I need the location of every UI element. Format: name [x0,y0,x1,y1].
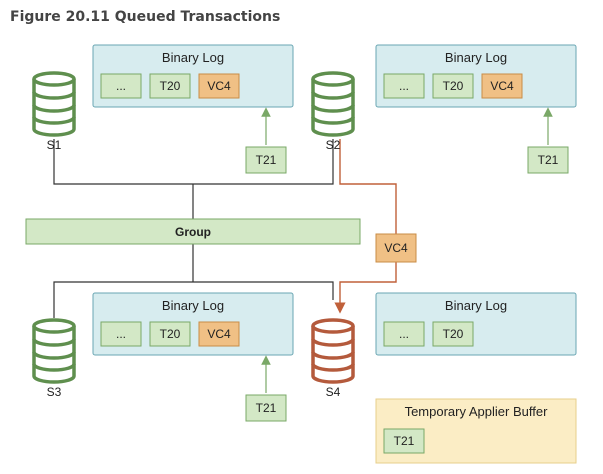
buffer-entry-cell [383,428,425,454]
log-entry-cell [481,73,523,99]
log-entry-label: ... [399,79,409,93]
log-entry-cell [198,321,240,347]
server-label: S1 [47,138,62,152]
log-entry-label: ... [116,327,126,341]
binary-log-box: Binary Log ... T20 VC4 [375,44,577,108]
log-entry-cell [100,321,142,347]
incoming-arrows [261,107,553,393]
server-s1: S1 [32,71,76,152]
s2-to-transit-link [339,139,397,234]
incoming-transaction-label: T21 [256,401,277,415]
server-label: S2 [326,138,341,152]
log-entry-cell [383,73,425,99]
server-s3: S3 [32,318,76,399]
incoming-transaction-label: T21 [256,153,277,167]
binary-log-box: Binary Log ... T20 VC4 [92,292,294,356]
log-entry-label: VC4 [207,79,231,93]
log-entry-cell [383,321,425,347]
group-label: Group [175,225,211,239]
log-entry-cell [149,321,191,347]
buffer-title: Temporary Applier Buffer [405,404,548,419]
log-entry-label: VC4 [207,327,231,341]
s3-s4-link [53,281,334,318]
figure-title: Figure 20.11 Queued Transactions [10,9,280,25]
log-entry-cell [100,73,142,99]
binary-log-title: Binary Log [445,298,507,313]
log-entry-cell [198,73,240,99]
incoming-transaction-box: T21 [245,146,287,174]
log-entry-label: ... [116,79,126,93]
database-cylinder-icon [32,318,76,384]
log-entry-cell [432,73,474,99]
log-entry-cell [149,73,191,99]
server-s2: S2 [311,71,355,152]
server-label: S3 [47,385,62,399]
buffer-entry-label: T21 [394,434,415,448]
in-transit-label: VC4 [384,241,408,255]
database-cylinder-icon [311,71,355,137]
group-bar: Group [25,218,361,245]
incoming-transaction-box: T21 [245,394,287,422]
log-entry-label: T20 [443,327,464,341]
binary-log-title: Binary Log [162,298,224,313]
s1-s2-link [53,139,334,185]
transit-to-s4-arrow [334,262,397,314]
log-entry-cell [432,321,474,347]
binary-log-title: Binary Log [445,50,507,65]
log-entry-label: VC4 [490,79,514,93]
in-transit-transaction: VC4 [375,233,417,263]
server-s4: S4 [311,318,355,399]
temporary-applier-buffer: Temporary Applier Buffer T21 [375,398,577,464]
server-label: S4 [326,385,341,399]
database-cylinder-icon [32,71,76,137]
connection-lines [53,139,397,318]
database-cylinder-icon [311,318,355,384]
binary-log-box: Binary Log ... T20 [375,292,577,356]
binary-log-box: Binary Log ... T20 VC4 [92,44,294,108]
incoming-transaction-label: T21 [538,153,559,167]
log-entry-label: ... [399,327,409,341]
incoming-transaction-box: T21 [527,146,569,174]
log-entry-label: T20 [160,79,181,93]
log-entry-label: T20 [160,327,181,341]
log-entry-label: T20 [443,79,464,93]
binary-log-title: Binary Log [162,50,224,65]
